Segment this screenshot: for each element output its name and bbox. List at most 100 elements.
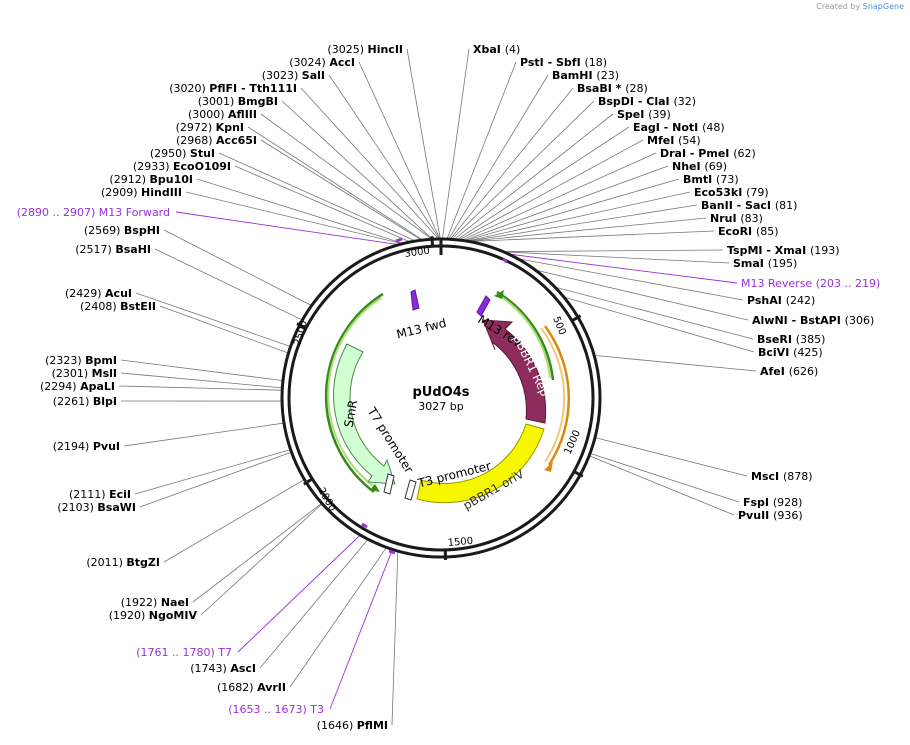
green-arc-right-light xyxy=(499,295,551,379)
t3-mark xyxy=(388,549,396,555)
site-leader-line xyxy=(563,296,755,353)
scale-label: 500 xyxy=(550,315,567,337)
scale-label: 2500 xyxy=(292,319,310,346)
scale-tick xyxy=(573,470,584,478)
snapgene-credit: Created by SnapGene xyxy=(816,2,904,11)
site-leader-line xyxy=(467,204,698,242)
restriction-site-label: (1922) NaeI xyxy=(121,596,189,609)
site-leader-line xyxy=(456,126,630,241)
site-leader-line xyxy=(503,249,724,252)
restriction-site-label: (1743) AscI xyxy=(190,662,256,675)
restriction-site-label: (2261) BlpI xyxy=(53,395,117,408)
restriction-site-label: SpeI (39) xyxy=(617,108,671,121)
restriction-site-label: (3024) AccI xyxy=(289,56,355,69)
m13-forward-mark xyxy=(395,237,403,243)
site-leader-line xyxy=(218,152,416,242)
site-leader-line xyxy=(260,139,422,241)
t7-mark xyxy=(361,522,368,529)
primer-label: (1761 .. 1780) T7 xyxy=(136,646,232,659)
site-leader-line xyxy=(120,372,283,389)
restriction-site-label: (2972) KpnI xyxy=(176,121,244,134)
site-leader-line xyxy=(451,100,595,240)
orange-arc-head xyxy=(544,462,553,472)
site-leader-line xyxy=(453,113,614,240)
site-leader-line xyxy=(461,152,657,241)
scale-label: 1000 xyxy=(563,428,583,456)
site-leader-line xyxy=(588,455,735,516)
scale-tick xyxy=(571,314,582,323)
restriction-site-label: MscI (878) xyxy=(751,470,813,483)
m13-reverse-mark xyxy=(502,257,508,264)
site-leader-line xyxy=(468,217,707,242)
restriction-site-label: (2294) ApaLI xyxy=(40,380,115,393)
scale-tick xyxy=(296,322,307,330)
smr-label: SmR xyxy=(342,399,361,429)
restriction-site-label: TspMI - XmaI (193) xyxy=(727,244,840,257)
site-leader-line xyxy=(123,422,285,447)
restriction-site-label: XbaI (4) xyxy=(473,43,520,56)
restriction-site-label: BseRI (385) xyxy=(757,333,825,346)
site-leader-line xyxy=(406,48,441,240)
restriction-site-label: (1646) PflMI xyxy=(317,719,388,732)
site-leader-line xyxy=(391,551,399,726)
restriction-site-label: SmaI (195) xyxy=(733,257,797,270)
scale-tick xyxy=(430,236,434,247)
m13-rev-feature xyxy=(476,295,491,317)
restriction-site-label: (3025) HincII xyxy=(327,43,403,56)
site-leader-line xyxy=(247,126,424,241)
restriction-site-label: (1920) NgoMIV xyxy=(109,609,198,622)
site-leaders xyxy=(118,48,757,726)
pbbr1-oriv-feature xyxy=(416,423,545,504)
restriction-site-label: BamHI (23) xyxy=(552,69,619,82)
restriction-site-label: (2194) PvuI xyxy=(53,440,120,453)
restriction-site-label: Eco53kI (79) xyxy=(694,186,769,199)
primer-leader-line xyxy=(237,534,361,653)
site-leader-line xyxy=(448,74,549,240)
primer-label: (2890 .. 2907) M13 Forward xyxy=(17,206,170,219)
primer-leader-line xyxy=(329,549,393,710)
primer-label: (1653 .. 1673) T3 xyxy=(228,703,324,716)
restriction-site-label: (2408) BstEII xyxy=(80,300,156,313)
restriction-site-label: (2111) EciI xyxy=(69,488,131,501)
plasmid-name: pUdO4s xyxy=(412,385,469,400)
green-arc-right xyxy=(496,290,555,381)
plasmid-size: 3027 bp xyxy=(418,400,463,413)
orange-arc-right xyxy=(543,325,571,466)
m13-fwd-label: M13 fwd xyxy=(395,316,448,342)
restriction-site-label: EagI - NotI (48) xyxy=(633,121,725,134)
restriction-site-label: (2301) MslI xyxy=(52,367,117,380)
restriction-site-label: (1682) AvrII xyxy=(217,681,286,694)
site-leader-line xyxy=(441,48,470,240)
site-leader-line xyxy=(589,452,740,503)
site-leader-line xyxy=(517,258,744,301)
site-leader-line xyxy=(185,191,403,245)
restriction-site-label: MfeI (54) xyxy=(647,134,701,147)
site-leader-line xyxy=(135,292,291,347)
restriction-site-label: (2968) Acc65I xyxy=(176,134,257,147)
restriction-site-label: (2569) BspHI xyxy=(84,224,160,237)
restriction-site-label: (2950) StuI xyxy=(150,147,215,160)
restriction-site-label: (2011) BtgZI xyxy=(86,556,160,569)
site-leader-line xyxy=(196,178,404,244)
site-leader-line xyxy=(466,191,691,242)
green-arc-left-light xyxy=(327,297,382,489)
site-leader-line xyxy=(234,165,411,243)
site-leader-line xyxy=(328,74,441,240)
restriction-site-label: (3001) BmgBI xyxy=(198,95,278,108)
restriction-site-label: BsaBI * (28) xyxy=(577,82,648,95)
site-leader-line xyxy=(289,547,387,688)
site-leader-line xyxy=(503,251,730,264)
scale-label: 1500 xyxy=(447,536,473,549)
primer-leader-line xyxy=(508,253,738,284)
restriction-site-label: (2517) BsaHI xyxy=(75,243,151,256)
restriction-site-label: PstI - SbfI (18) xyxy=(520,56,607,69)
site-leader-line xyxy=(300,87,439,240)
green-arc-left xyxy=(324,292,384,493)
m13-fwd-feature xyxy=(410,289,420,311)
site-leader-line xyxy=(118,385,283,391)
restriction-site-label: PvuII (936) xyxy=(738,509,803,522)
scale-tick xyxy=(303,477,314,486)
restriction-site-label: NruI (83) xyxy=(710,212,763,225)
site-leader-line xyxy=(468,230,715,242)
